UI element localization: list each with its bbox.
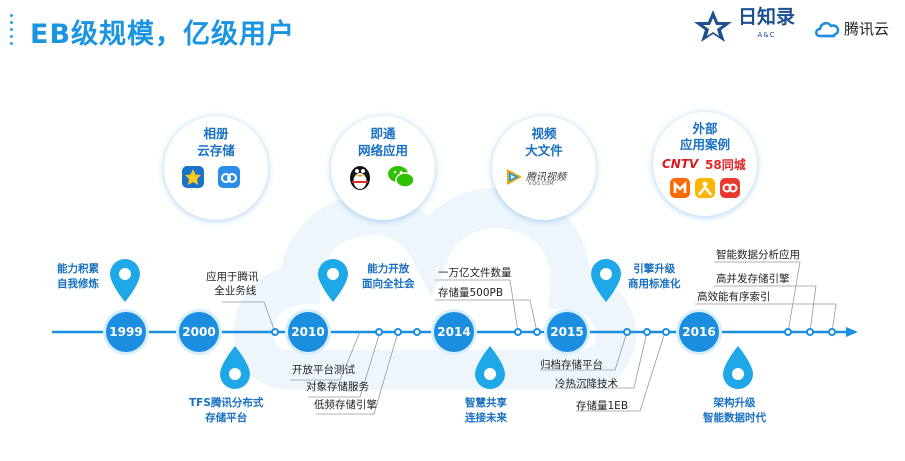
timeline-node bbox=[828, 328, 836, 336]
drop-pin-icon bbox=[475, 346, 505, 389]
bubble-external-cases: 外部 应用案例 CNTV 58同城 bbox=[653, 112, 757, 216]
milestone-label: 对象存储服务 bbox=[306, 381, 369, 393]
page-title: EB级规模，亿级用户 bbox=[30, 19, 296, 50]
timeline-node bbox=[533, 328, 541, 336]
mango-tv-icon bbox=[670, 178, 690, 198]
timeline-node bbox=[623, 328, 631, 336]
timeline-node bbox=[806, 328, 814, 336]
bubble-line1: 视频 bbox=[531, 126, 557, 141]
58-tongcheng-logo: 58同城 bbox=[705, 158, 746, 172]
milestone-label: 应用于腾讯全业务线 bbox=[206, 271, 259, 297]
ac-logo-text: 日知录 bbox=[738, 6, 796, 28]
milestone-label: 高并发存储引擎 bbox=[716, 273, 790, 285]
cntv-logo: CNTV bbox=[662, 157, 699, 171]
milestone-label: 能力开放面向全社会 bbox=[362, 263, 415, 290]
milestone-label: 引擎升级商用标准化 bbox=[628, 263, 681, 290]
milestone-label: 架构升级智能数据时代 bbox=[703, 397, 766, 424]
bubble-line1: 即通 bbox=[370, 126, 396, 141]
milestone-label: 能力积累自我修炼 bbox=[57, 263, 99, 290]
milestone-label: 一万亿文件数量 bbox=[438, 267, 512, 279]
milestone-label: 存储量500PB bbox=[438, 287, 504, 299]
drop-pin-icon bbox=[723, 346, 753, 389]
timeline-node bbox=[271, 328, 279, 336]
drop-pin-icon bbox=[220, 346, 250, 389]
milestone-label: 存储量1EB bbox=[576, 400, 629, 412]
tencent-video-url: V.QQ.COM bbox=[528, 181, 554, 187]
cloud-icon bbox=[815, 21, 840, 37]
milestone-label: 高效能有序索引 bbox=[697, 291, 771, 303]
wechat-icon bbox=[388, 166, 415, 188]
tencent-cloud-logo: 腾讯云 bbox=[813, 18, 889, 39]
milestone-label: TFS腾讯分布式存储平台 bbox=[189, 397, 264, 424]
bubble-photo-cloud: 相册 云存储 bbox=[164, 116, 268, 220]
bubble-line1: 外部 bbox=[692, 121, 718, 136]
bubble-line1: 相册 bbox=[203, 126, 229, 141]
map-pin-icon bbox=[318, 259, 348, 302]
bubble-line2: 应用案例 bbox=[679, 137, 730, 152]
timeline-node bbox=[662, 328, 670, 336]
star-logo-icon bbox=[694, 10, 732, 42]
tencent-cloud-text: 腾讯云 bbox=[844, 20, 890, 38]
bubble-line2: 云存储 bbox=[197, 143, 235, 158]
milestone-label: 低频存储引擎 bbox=[314, 399, 377, 411]
timeline-node bbox=[375, 328, 383, 336]
bubble-video-files: 视频 大文件 腾讯视频 V.QQ.COM bbox=[492, 116, 596, 220]
timeline-node bbox=[784, 328, 792, 336]
qq-penguin-icon bbox=[350, 166, 370, 190]
qzone-icon bbox=[182, 166, 204, 188]
milestone-label: 冷热沉降技术 bbox=[555, 378, 618, 390]
ke-icon bbox=[695, 178, 715, 198]
app-icon bbox=[720, 178, 740, 198]
year-2014: 2014 bbox=[434, 312, 474, 352]
year-2015: 2015 bbox=[547, 312, 587, 352]
year-2000: 2000 bbox=[179, 312, 219, 352]
timeline-node bbox=[413, 328, 421, 336]
timeline-node bbox=[643, 328, 651, 336]
milestone-label: 归档存储平台 bbox=[540, 359, 603, 371]
ac-logo: 日知录 A&C bbox=[692, 8, 795, 44]
milestone-label: 开放平台测试 bbox=[292, 364, 355, 376]
milestone-label: 智慧共享连接未来 bbox=[465, 397, 507, 424]
timeline-node bbox=[394, 328, 402, 336]
tencent-video-text: 腾讯视频 bbox=[526, 172, 566, 183]
tencent-video-icon bbox=[507, 169, 522, 185]
bubble-line2: 网络应用 bbox=[357, 143, 408, 158]
bubble-im-network: 即通 网络应用 bbox=[331, 116, 435, 220]
year-2016: 2016 bbox=[679, 312, 719, 352]
decorative-dots bbox=[10, 14, 16, 49]
timeline-node bbox=[514, 328, 522, 336]
year-1999: 1999 bbox=[106, 312, 146, 352]
weiyun-icon bbox=[218, 166, 240, 188]
background-cloud-watermark bbox=[233, 187, 637, 390]
map-pin-icon bbox=[591, 259, 621, 302]
milestone-label: 智能数据分析应用 bbox=[716, 249, 800, 261]
year-2010: 2010 bbox=[288, 312, 328, 352]
bubble-line2: 大文件 bbox=[525, 143, 563, 158]
ac-logo-sub: A&C bbox=[757, 31, 776, 39]
map-pin-icon bbox=[110, 259, 140, 302]
